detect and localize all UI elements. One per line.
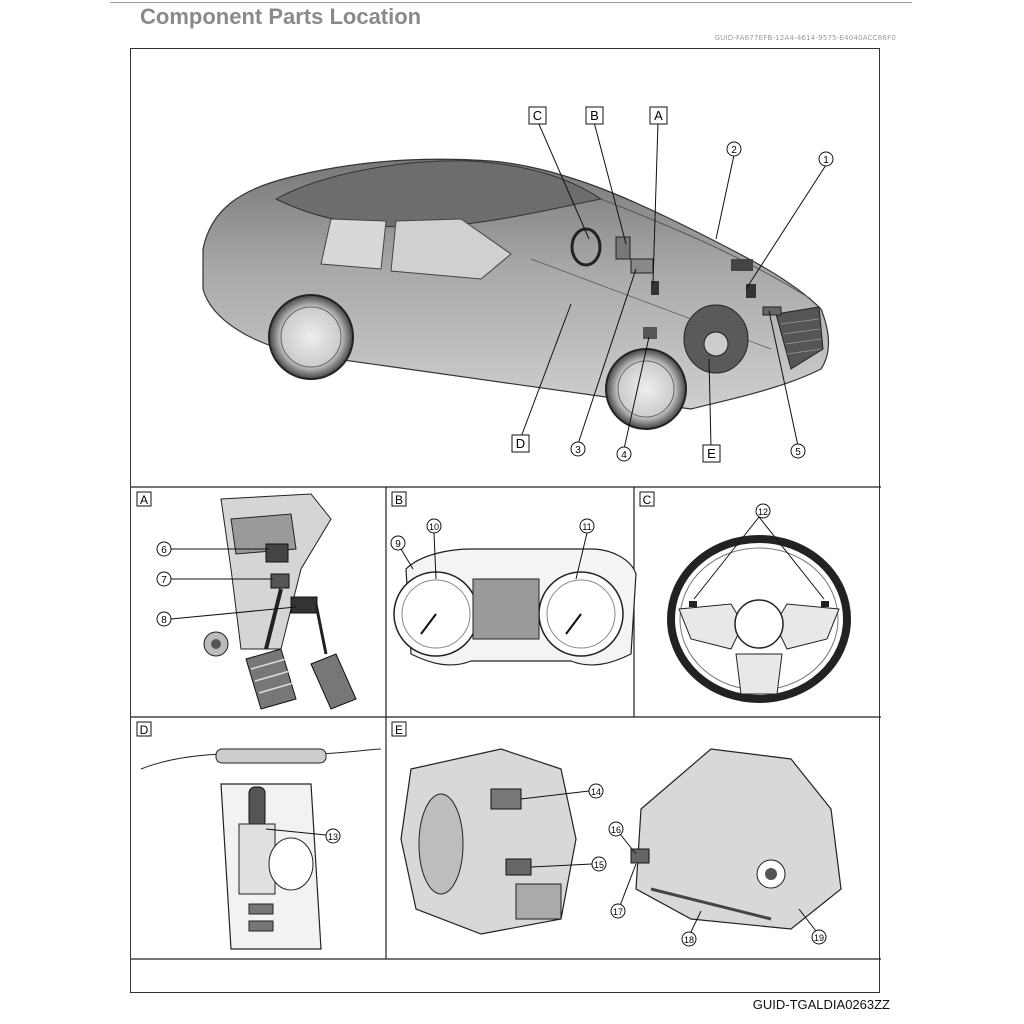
svg-text:C: C (533, 108, 542, 123)
car-window-rear (320, 218, 387, 270)
callout-7: 7 (156, 571, 172, 587)
callout-12: 12 (755, 503, 771, 519)
svg-text:A: A (140, 493, 148, 507)
steering-wheel-small (570, 227, 602, 267)
svg-text:16: 16 (611, 825, 621, 835)
callout-A: A (649, 106, 668, 125)
svg-text:D: D (516, 436, 525, 451)
svg-text:A: A (654, 108, 663, 123)
svg-text:C: C (643, 493, 652, 507)
svg-text:E: E (707, 446, 716, 461)
figure-id: GUID-TGALDIA0263ZZ (752, 997, 890, 1012)
rear-wheel (268, 294, 354, 380)
svg-text:2: 2 (731, 145, 737, 156)
svg-text:6: 6 (161, 545, 167, 556)
svg-text:9: 9 (395, 539, 401, 550)
callout-15: 15 (591, 856, 607, 872)
shift-lever (248, 786, 266, 828)
callout-17: 17 (610, 903, 626, 919)
callout-9: 9 (390, 535, 406, 551)
callout-6: 6 (156, 541, 172, 557)
svg-text:18: 18 (684, 935, 694, 945)
cup-holder (268, 837, 314, 891)
svg-text:15: 15 (594, 860, 604, 870)
title-rule (110, 2, 912, 3)
svg-text:B: B (590, 108, 599, 123)
callout-16: 16 (608, 821, 624, 837)
svg-text:B: B (395, 493, 403, 507)
callout-5: 5 (790, 443, 806, 459)
callout-11: 11 (579, 518, 595, 534)
svg-text:E: E (395, 723, 403, 737)
panel-c: C 12 (639, 491, 851, 703)
steering-wheel (667, 535, 851, 703)
callout-4: 4 (616, 446, 632, 462)
car-window-front (390, 218, 512, 280)
svg-text:8: 8 (161, 615, 167, 626)
panel-e: E 14 15 16 17 18 19 (391, 721, 842, 947)
svg-text:5: 5 (795, 447, 801, 458)
callout-8: 8 (156, 611, 172, 627)
svg-text:1: 1 (823, 155, 829, 166)
callout-10: 10 (426, 518, 442, 534)
car-overview: C B A D E 1 2 3 (202, 106, 834, 463)
callout-3: 3 (570, 441, 586, 457)
accel-pedal (310, 653, 357, 710)
panel-grid (131, 486, 881, 960)
page-title: Component Parts Location (140, 4, 422, 29)
callout-18: 18 (681, 931, 697, 947)
svg-text:D: D (140, 723, 149, 737)
svg-text:4: 4 (621, 450, 627, 461)
panel-d: D 13 (136, 721, 382, 950)
svg-text:7: 7 (161, 575, 167, 586)
callout-E: E (702, 444, 721, 463)
callout-1: 1 (818, 151, 834, 167)
transaxle-right (635, 748, 842, 930)
svg-text:3: 3 (575, 445, 581, 456)
callout-19: 19 (811, 929, 827, 945)
svg-text:13: 13 (328, 832, 338, 842)
callout-C: C (528, 106, 547, 125)
callout-B: B (585, 106, 604, 125)
document-guid: GUID-FA677EFB-12A4-4614-9575-E4040ACC86F… (714, 34, 896, 42)
panel-a: A 6 7 8 (136, 491, 357, 710)
diagram-frame: C B A D E 1 2 3 (130, 48, 881, 993)
meter-display (472, 578, 540, 640)
svg-text:14: 14 (591, 787, 601, 797)
callout-14: 14 (588, 783, 604, 799)
brake-pedal (245, 648, 297, 710)
callout-D: D (511, 434, 530, 453)
callout-13: 13 (325, 828, 341, 844)
svg-text:11: 11 (582, 522, 591, 532)
svg-text:10: 10 (429, 522, 439, 532)
svg-text:12: 12 (758, 507, 768, 517)
svg-text:19: 19 (814, 933, 824, 943)
component-diagram: C B A D E 1 2 3 (131, 106, 881, 960)
panel-b: B 9 10 11 (390, 491, 637, 666)
callout-2: 2 (726, 141, 742, 157)
svg-text:17: 17 (613, 907, 623, 917)
